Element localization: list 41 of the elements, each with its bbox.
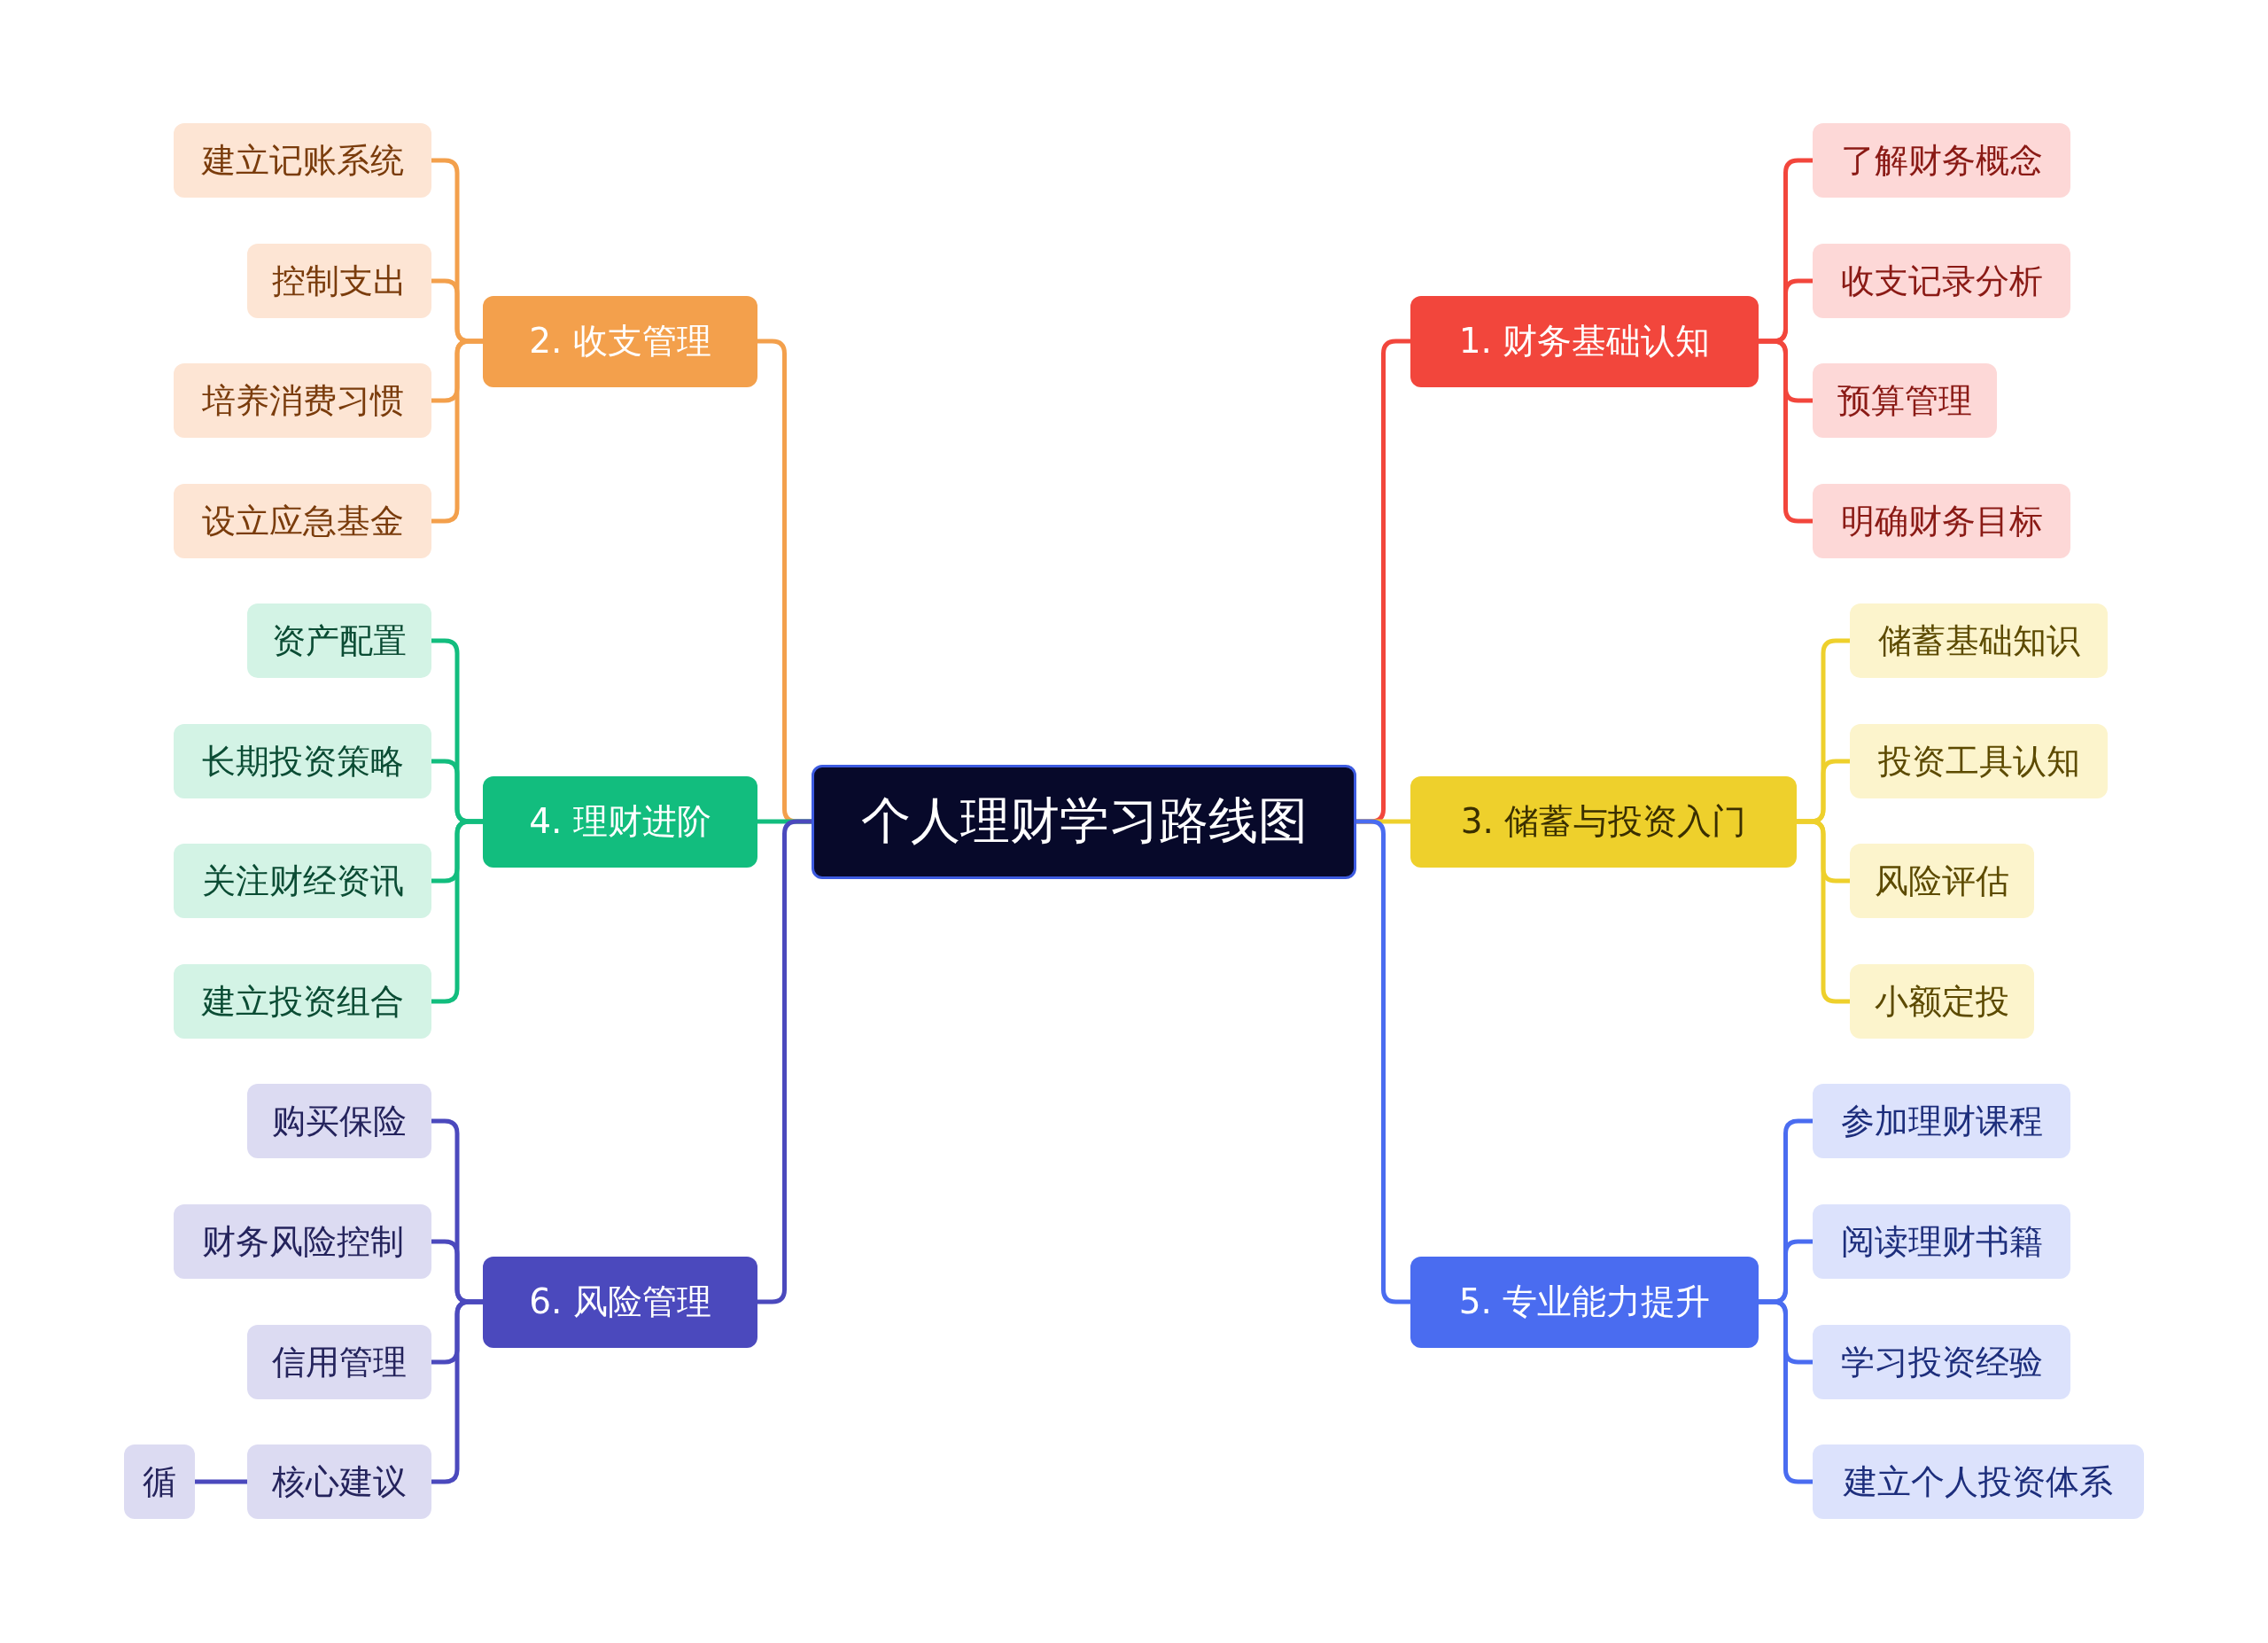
subtopic: 信用管理 — [247, 1325, 431, 1399]
subtopic: 预算管理 — [1813, 363, 1997, 438]
subtopic: 财务风险控制 — [174, 1204, 431, 1279]
subtopic: 学习投资经验 — [1813, 1325, 2070, 1399]
subtopic: 收支记录分析 — [1813, 244, 2070, 318]
branch-topic: 1. 财务基础认知 — [1410, 295, 1759, 387]
subtopic: 建立个人投资体系 — [1813, 1444, 2144, 1519]
connector — [1356, 819, 1410, 1304]
branch-topic: 3. 储蓄与投资入门 — [1410, 775, 1797, 868]
subtopic: 培养消费习惯 — [174, 363, 431, 438]
subtopic: 长期投资策略 — [174, 724, 431, 798]
subtopic: 参加理财课程 — [1813, 1084, 2070, 1158]
subtopic: 循 — [124, 1444, 195, 1519]
subtopic: 购买保险 — [247, 1084, 431, 1158]
connector — [195, 1479, 247, 1484]
connector — [1759, 1299, 1813, 1484]
connector — [1797, 819, 1850, 1004]
subtopic: 阅读理财书籍 — [1813, 1204, 2070, 1279]
subtopic: 储蓄基础知识 — [1850, 603, 2108, 678]
subtopic: 设立应急基金 — [174, 484, 431, 558]
subtopic: 关注财经资讯 — [174, 844, 431, 918]
subtopic: 明确财务目标 — [1813, 484, 2070, 558]
subtopic: 资产配置 — [247, 603, 431, 678]
subtopic: 风险评估 — [1850, 844, 2034, 918]
connector — [431, 339, 483, 524]
connector — [431, 1299, 483, 1484]
subtopic: 建立投资组合 — [174, 964, 431, 1039]
subtopic: 控制支出 — [247, 244, 431, 318]
connector — [757, 819, 812, 1304]
subtopic: 建立记账系统 — [174, 123, 431, 198]
central-topic: 个人理财学习路线图 — [812, 764, 1356, 879]
subtopic: 投资工具认知 — [1850, 724, 2108, 798]
branch-topic: 4. 理财进阶 — [483, 775, 757, 868]
connector — [431, 819, 483, 1004]
connector — [1759, 339, 1813, 524]
subtopic: 了解财务概念 — [1813, 123, 2070, 198]
branch-topic: 2. 收支管理 — [483, 295, 757, 387]
branch-topic: 5. 专业能力提升 — [1410, 1256, 1759, 1348]
subtopic: 小额定投 — [1850, 964, 2034, 1039]
subtopic: 核心建议 — [247, 1444, 431, 1519]
branch-topic: 6. 风险管理 — [483, 1256, 757, 1348]
